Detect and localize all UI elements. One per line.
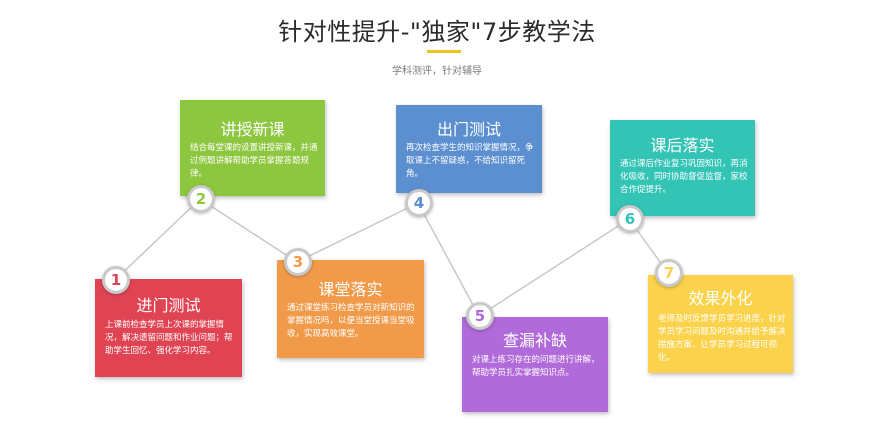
step-card-7: 效果外化 老师及时反馈学员学习进度，针对学员学习问题及时沟通并给予解决措施方案，… xyxy=(648,275,793,373)
step-description: 对课上练习存在的问题进行讲解，帮助学员扎实掌握知识点。 xyxy=(472,355,600,378)
title-underline xyxy=(427,50,461,53)
step-title: 课堂落实 xyxy=(318,280,383,299)
step-title: 讲授新课 xyxy=(220,120,285,139)
step-description: 老师及时反馈学员学习进度，针对学员学习问题及时沟通并给予解决措施方案，让学员学习… xyxy=(658,314,786,363)
step-card-4: 出门测试 再次检查学生的知识掌握情况，争取课上不留疑惑，不给知识留死角。 xyxy=(396,105,542,193)
step-description: 再次检查学生的知识掌握情况，争取课上不留疑惑，不给知识留死角。 xyxy=(406,143,534,179)
page-title: 针对性提升-"独家"7步教学法 xyxy=(278,18,596,46)
step-title: 查漏补缺 xyxy=(502,331,567,350)
step-description: 结合每堂课的设置讲授新课，并通过例题讲解帮助学员掌握答题规律。 xyxy=(190,143,318,179)
step-title: 出门测试 xyxy=(436,120,501,139)
step-card-3: 课堂落实 通过课堂练习检查学员对新知识的掌握情况吗，以便当堂授课当堂吸收，实现高… xyxy=(277,260,424,358)
step-card-5: 查漏补缺 对课上练习存在的问题进行讲解，帮助学员扎实掌握知识点。 xyxy=(462,317,608,412)
step-number-5: 5 xyxy=(466,302,494,330)
step-card-2: 讲授新课 结合每堂课的设置讲授新课，并通过例题讲解帮助学员掌握答题规律。 xyxy=(180,100,325,196)
step-number-4: 4 xyxy=(405,189,433,217)
step-number-2: 2 xyxy=(187,185,215,213)
step-title: 效果外化 xyxy=(688,289,753,308)
step-card-6: 课后落实 通过课后作业复习巩固知识，再消化吸收，同时协助督促监督，家校合作促提升… xyxy=(610,120,755,216)
step-description: 通过课堂练习检查学员对新知识的掌握情况吗，以便当堂授课当堂吸收，实现高效课堂。 xyxy=(287,303,415,339)
step-number-1: 1 xyxy=(102,266,130,294)
page-subtitle: 学科测评，针对辅导 xyxy=(392,66,482,77)
step-number-7: 7 xyxy=(655,259,683,287)
step-number-6: 6 xyxy=(616,205,644,233)
step-description: 通过课后作业复习巩固知识，再消化吸收，同时协助督促监督，家校合作促提升。 xyxy=(620,159,748,195)
step-number-3: 3 xyxy=(284,248,312,276)
step-description: 上课前检查学员上次课的掌握情况，解决遗留问题和作业问题；帮助学生回忆、强化学习内… xyxy=(105,320,233,356)
step-title: 课后落实 xyxy=(650,136,715,155)
step-card-1: 进门测试 上课前检查学员上次课的掌握情况，解决遗留问题和作业问题；帮助学生回忆、… xyxy=(95,279,242,377)
step-title: 进门测试 xyxy=(136,296,201,315)
